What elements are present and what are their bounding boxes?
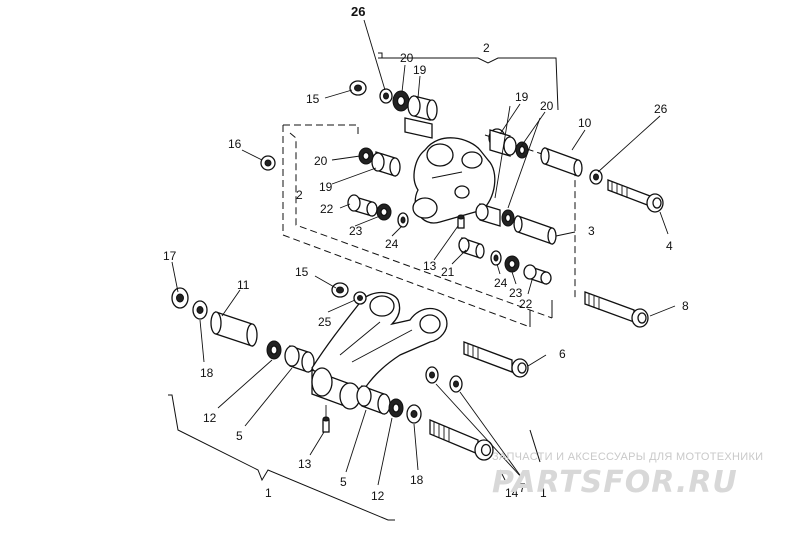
label-21: 21	[441, 265, 455, 279]
bracket-1b	[529, 429, 541, 463]
label-11: 11	[237, 278, 250, 292]
ring-12-right	[388, 398, 404, 418]
label-4: 4	[666, 239, 673, 253]
bolt-8	[584, 291, 649, 328]
sleeve-11	[210, 311, 258, 347]
watermark-logo: PARTSFOR.RU	[492, 465, 738, 500]
link-plate	[412, 137, 496, 224]
grease-nipple-13-upper	[457, 214, 465, 229]
label-15-lower: 15	[295, 265, 309, 279]
washer-24-right	[490, 250, 502, 266]
label-2-top: 2	[483, 41, 490, 55]
label-20-right: 20	[540, 99, 554, 113]
bracket-2-top	[382, 57, 559, 111]
washer-26-right	[589, 169, 603, 185]
lever-arm	[311, 291, 448, 410]
washer-26-top	[379, 88, 393, 104]
label-25: 25	[318, 315, 332, 329]
label-26-top: 26	[351, 4, 365, 19]
ring-12-left	[266, 340, 282, 360]
bolt-4	[607, 179, 664, 213]
nut-15-lower	[331, 282, 349, 298]
nut-16	[260, 155, 276, 171]
upper-assembly	[241, 19, 676, 328]
label-8: 8	[682, 299, 689, 313]
washer-24-left	[397, 212, 409, 228]
washer-7b	[449, 375, 463, 393]
washer-18-left	[192, 300, 208, 320]
bush-22-right	[523, 264, 552, 285]
label-6: 6	[559, 347, 566, 361]
grease-nipple-13-lower	[322, 405, 330, 433]
washer-25	[353, 291, 367, 305]
bush-22-left	[347, 194, 378, 217]
label-22-left: 22	[320, 202, 334, 216]
label-15-top: 15	[306, 92, 320, 106]
lower-assembly	[168, 261, 547, 521]
ring-20-top	[392, 90, 410, 112]
bush-19-lower	[475, 203, 515, 227]
label-5-right: 5	[340, 475, 347, 489]
label-12-left: 12	[203, 411, 217, 425]
label-24-right: 24	[494, 276, 508, 290]
washer-18-right	[406, 404, 422, 424]
leaders-upper	[241, 19, 676, 317]
ring-20-right	[515, 141, 529, 159]
bush-19-left	[371, 151, 401, 177]
watermark: ЗАПЧАСТИ И АКСЕССУАРЫ ДЛЯ МОТОТЕХНИКИ PA…	[492, 451, 763, 500]
frame-dash-1	[283, 124, 359, 138]
leaders-lower	[171, 261, 547, 486]
bolt-14	[429, 419, 494, 461]
sleeve-3	[513, 215, 557, 245]
ring-23-right	[504, 255, 520, 273]
label-19-left: 19	[319, 180, 333, 194]
nut-15-top	[349, 80, 367, 96]
label-20-left: 20	[314, 154, 328, 168]
label-16: 16	[228, 137, 242, 151]
label-18-right: 18	[410, 473, 424, 487]
bush-19-top	[404, 95, 438, 139]
bracket-2-left	[378, 52, 383, 59]
washer-7a	[425, 366, 439, 384]
label-17: 17	[163, 249, 177, 263]
label-5-left: 5	[236, 429, 243, 443]
label-12-right: 12	[371, 489, 385, 503]
label-26-right: 26	[654, 102, 668, 116]
label-20-top: 20	[400, 51, 414, 65]
part-labels: 26 2 20 19 15 19 20 10 26 16 20 19 2 22 …	[163, 4, 689, 503]
nut-17	[171, 287, 189, 309]
watermark-tagline: ЗАПЧАСТИ И АКСЕССУАРЫ ДЛЯ МОТОТЕХНИКИ	[492, 451, 763, 463]
label-13-lower: 13	[298, 457, 312, 471]
bush-21	[458, 237, 485, 259]
label-1-right: 1	[540, 486, 547, 500]
label-19-top: 19	[413, 63, 427, 77]
bush-5-left	[284, 345, 315, 373]
label-3: 3	[588, 224, 595, 238]
label-18-left: 18	[200, 366, 214, 380]
ring-20-left	[358, 147, 374, 165]
label-7: 7	[519, 481, 526, 495]
frame-dash-3	[282, 125, 531, 328]
label-1-left: 1	[265, 486, 272, 500]
label-14: 14	[505, 486, 519, 500]
label-13-upper: 13	[423, 259, 437, 273]
sleeve-10	[540, 147, 583, 177]
frame-ticks	[529, 300, 553, 327]
bolt-6	[463, 341, 529, 378]
bush-5-right	[356, 385, 391, 415]
label-23-left: 23	[349, 224, 363, 238]
label-10: 10	[578, 116, 592, 130]
label-19-right: 19	[515, 90, 529, 104]
label-22-right: 22	[519, 297, 533, 311]
label-23-right: 23	[509, 286, 523, 300]
label-24-left: 24	[385, 237, 399, 251]
bracket-1	[168, 394, 395, 521]
ring-23-left	[376, 203, 392, 221]
frame-dash-2	[289, 132, 553, 319]
label-2-left: 2	[296, 188, 303, 202]
